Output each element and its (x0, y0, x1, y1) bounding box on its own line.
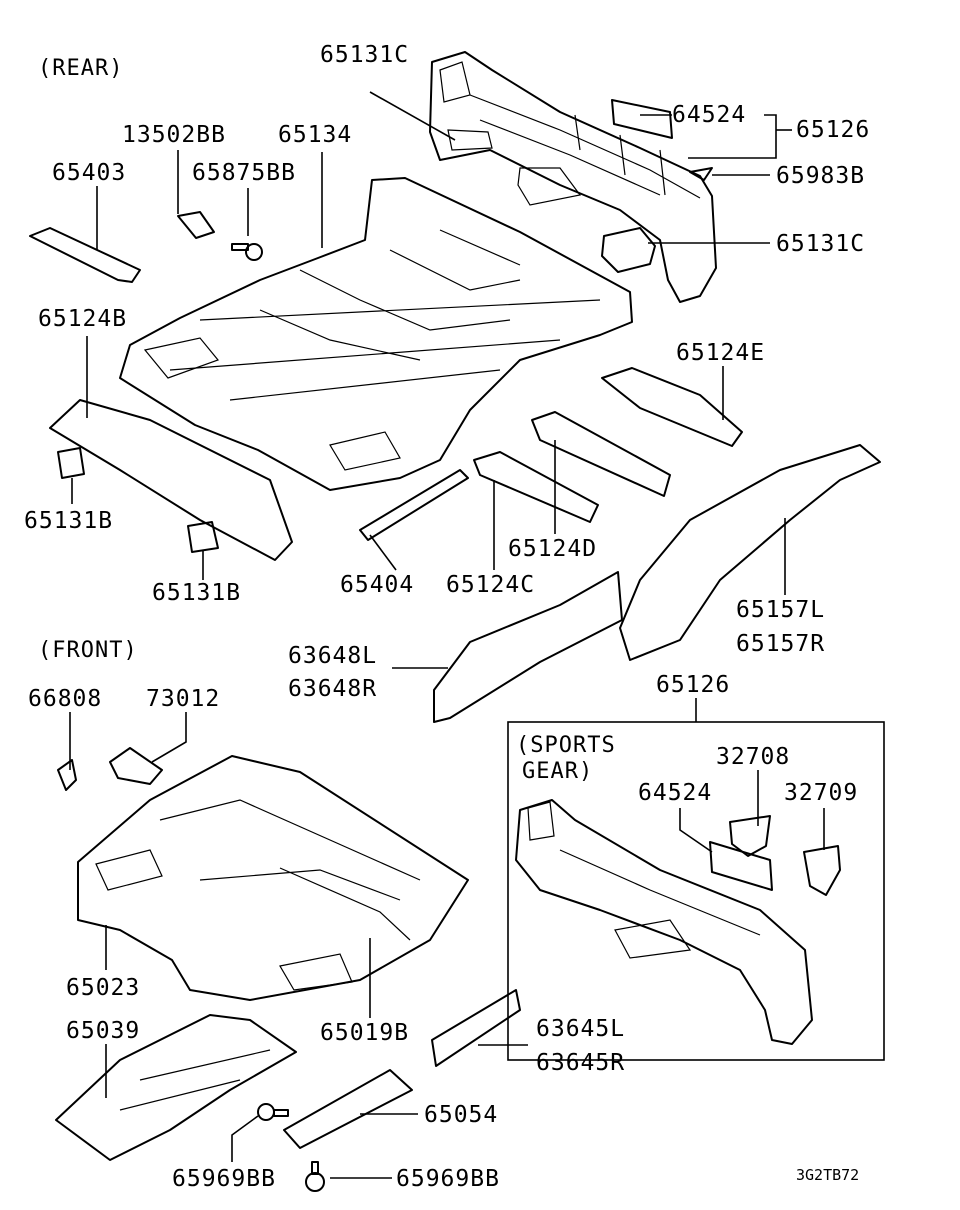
label-65157r: 65157R (736, 631, 825, 657)
section-rear: (REAR) (38, 56, 123, 81)
member-63645-part (431, 989, 521, 1067)
member-65124b-part (49, 399, 293, 561)
bolt-65969bb-right-part (305, 1161, 325, 1192)
bracket-64524-part (611, 99, 673, 139)
floor-panel-65039-part (55, 1014, 297, 1161)
label-65124d: 65124D (508, 536, 597, 562)
label-65023: 65023 (66, 975, 140, 1001)
section-sports-line2: GEAR) (522, 759, 593, 784)
label-65124b: 65124B (38, 306, 127, 332)
member-65124e-part (601, 367, 743, 447)
label-66808: 66808 (28, 686, 102, 712)
label-65131b-bottom: 65131B (152, 580, 241, 606)
label-65131b-left: 65131B (24, 508, 113, 534)
diagram-code: 3G2TB72 (796, 1166, 859, 1184)
member-63648-part (433, 571, 623, 723)
label-65134: 65134 (278, 122, 352, 148)
label-65131c-mid: 65131C (776, 231, 865, 257)
label-63648l: 63648L (288, 643, 377, 669)
label-65124e: 65124E (676, 340, 765, 366)
label-63645l: 63645L (536, 1016, 625, 1042)
label-65131c-top: 65131C (320, 42, 409, 68)
label-65404: 65404 (340, 572, 414, 598)
label-73012: 73012 (146, 686, 220, 712)
label-65969bb-right: 65969BB (396, 1166, 500, 1192)
label-63648r: 63648R (288, 676, 377, 702)
label-65403: 65403 (52, 160, 126, 186)
label-32708: 32708 (716, 744, 790, 770)
member-65124c-part (473, 451, 599, 523)
label-65969bb-left: 65969BB (172, 1166, 276, 1192)
section-sports-line1: (SPORTS (516, 733, 616, 758)
label-65157l: 65157L (736, 597, 825, 623)
front-floor-pan-part (77, 755, 469, 1001)
label-65054: 65054 (424, 1102, 498, 1128)
label-65983b: 65983B (776, 163, 865, 189)
bracket-64524-sports-part (709, 841, 773, 891)
member-65054-part (283, 1069, 413, 1149)
bracket-65131c-part (601, 227, 656, 273)
bracket-73012-part (109, 747, 163, 785)
label-64524-top: 64524 (672, 102, 746, 128)
label-65875bb: 65875BB (192, 160, 296, 186)
label-32709: 32709 (784, 780, 858, 806)
side-member-65157-part (619, 444, 881, 661)
reinforcement-65403-part (29, 227, 141, 283)
clip-65983b-part (689, 167, 713, 181)
label-65124c: 65124C (446, 572, 535, 598)
label-65126-top: 65126 (796, 117, 870, 143)
label-65019b: 65019B (320, 1020, 409, 1046)
label-64524-box: 64524 (638, 780, 712, 806)
clip-66808-part (57, 759, 77, 791)
member-65124d-part (531, 411, 671, 497)
bracket-32709-part (803, 845, 841, 896)
leader-lines (69, 91, 825, 1179)
rear-crossmember-part (429, 51, 717, 303)
strip-65404-part (359, 469, 469, 541)
sports-crossmember-part (515, 799, 813, 1045)
label-13502bb: 13502BB (122, 122, 226, 148)
label-65126-box: 65126 (656, 672, 730, 698)
label-65039: 65039 (66, 1018, 140, 1044)
rear-floor-pan-part (119, 177, 633, 491)
bracket-65131b-bottom-part (187, 521, 219, 553)
bracket-32708-part (729, 815, 771, 857)
section-front: (FRONT) (38, 638, 138, 663)
bolt-65969bb-left-part (257, 1103, 289, 1121)
label-63645r: 63645R (536, 1050, 625, 1076)
bracket-65131b-left-part (57, 447, 85, 479)
clip-13502bb-part (177, 211, 215, 239)
bolt-65875bb-part (231, 243, 263, 261)
